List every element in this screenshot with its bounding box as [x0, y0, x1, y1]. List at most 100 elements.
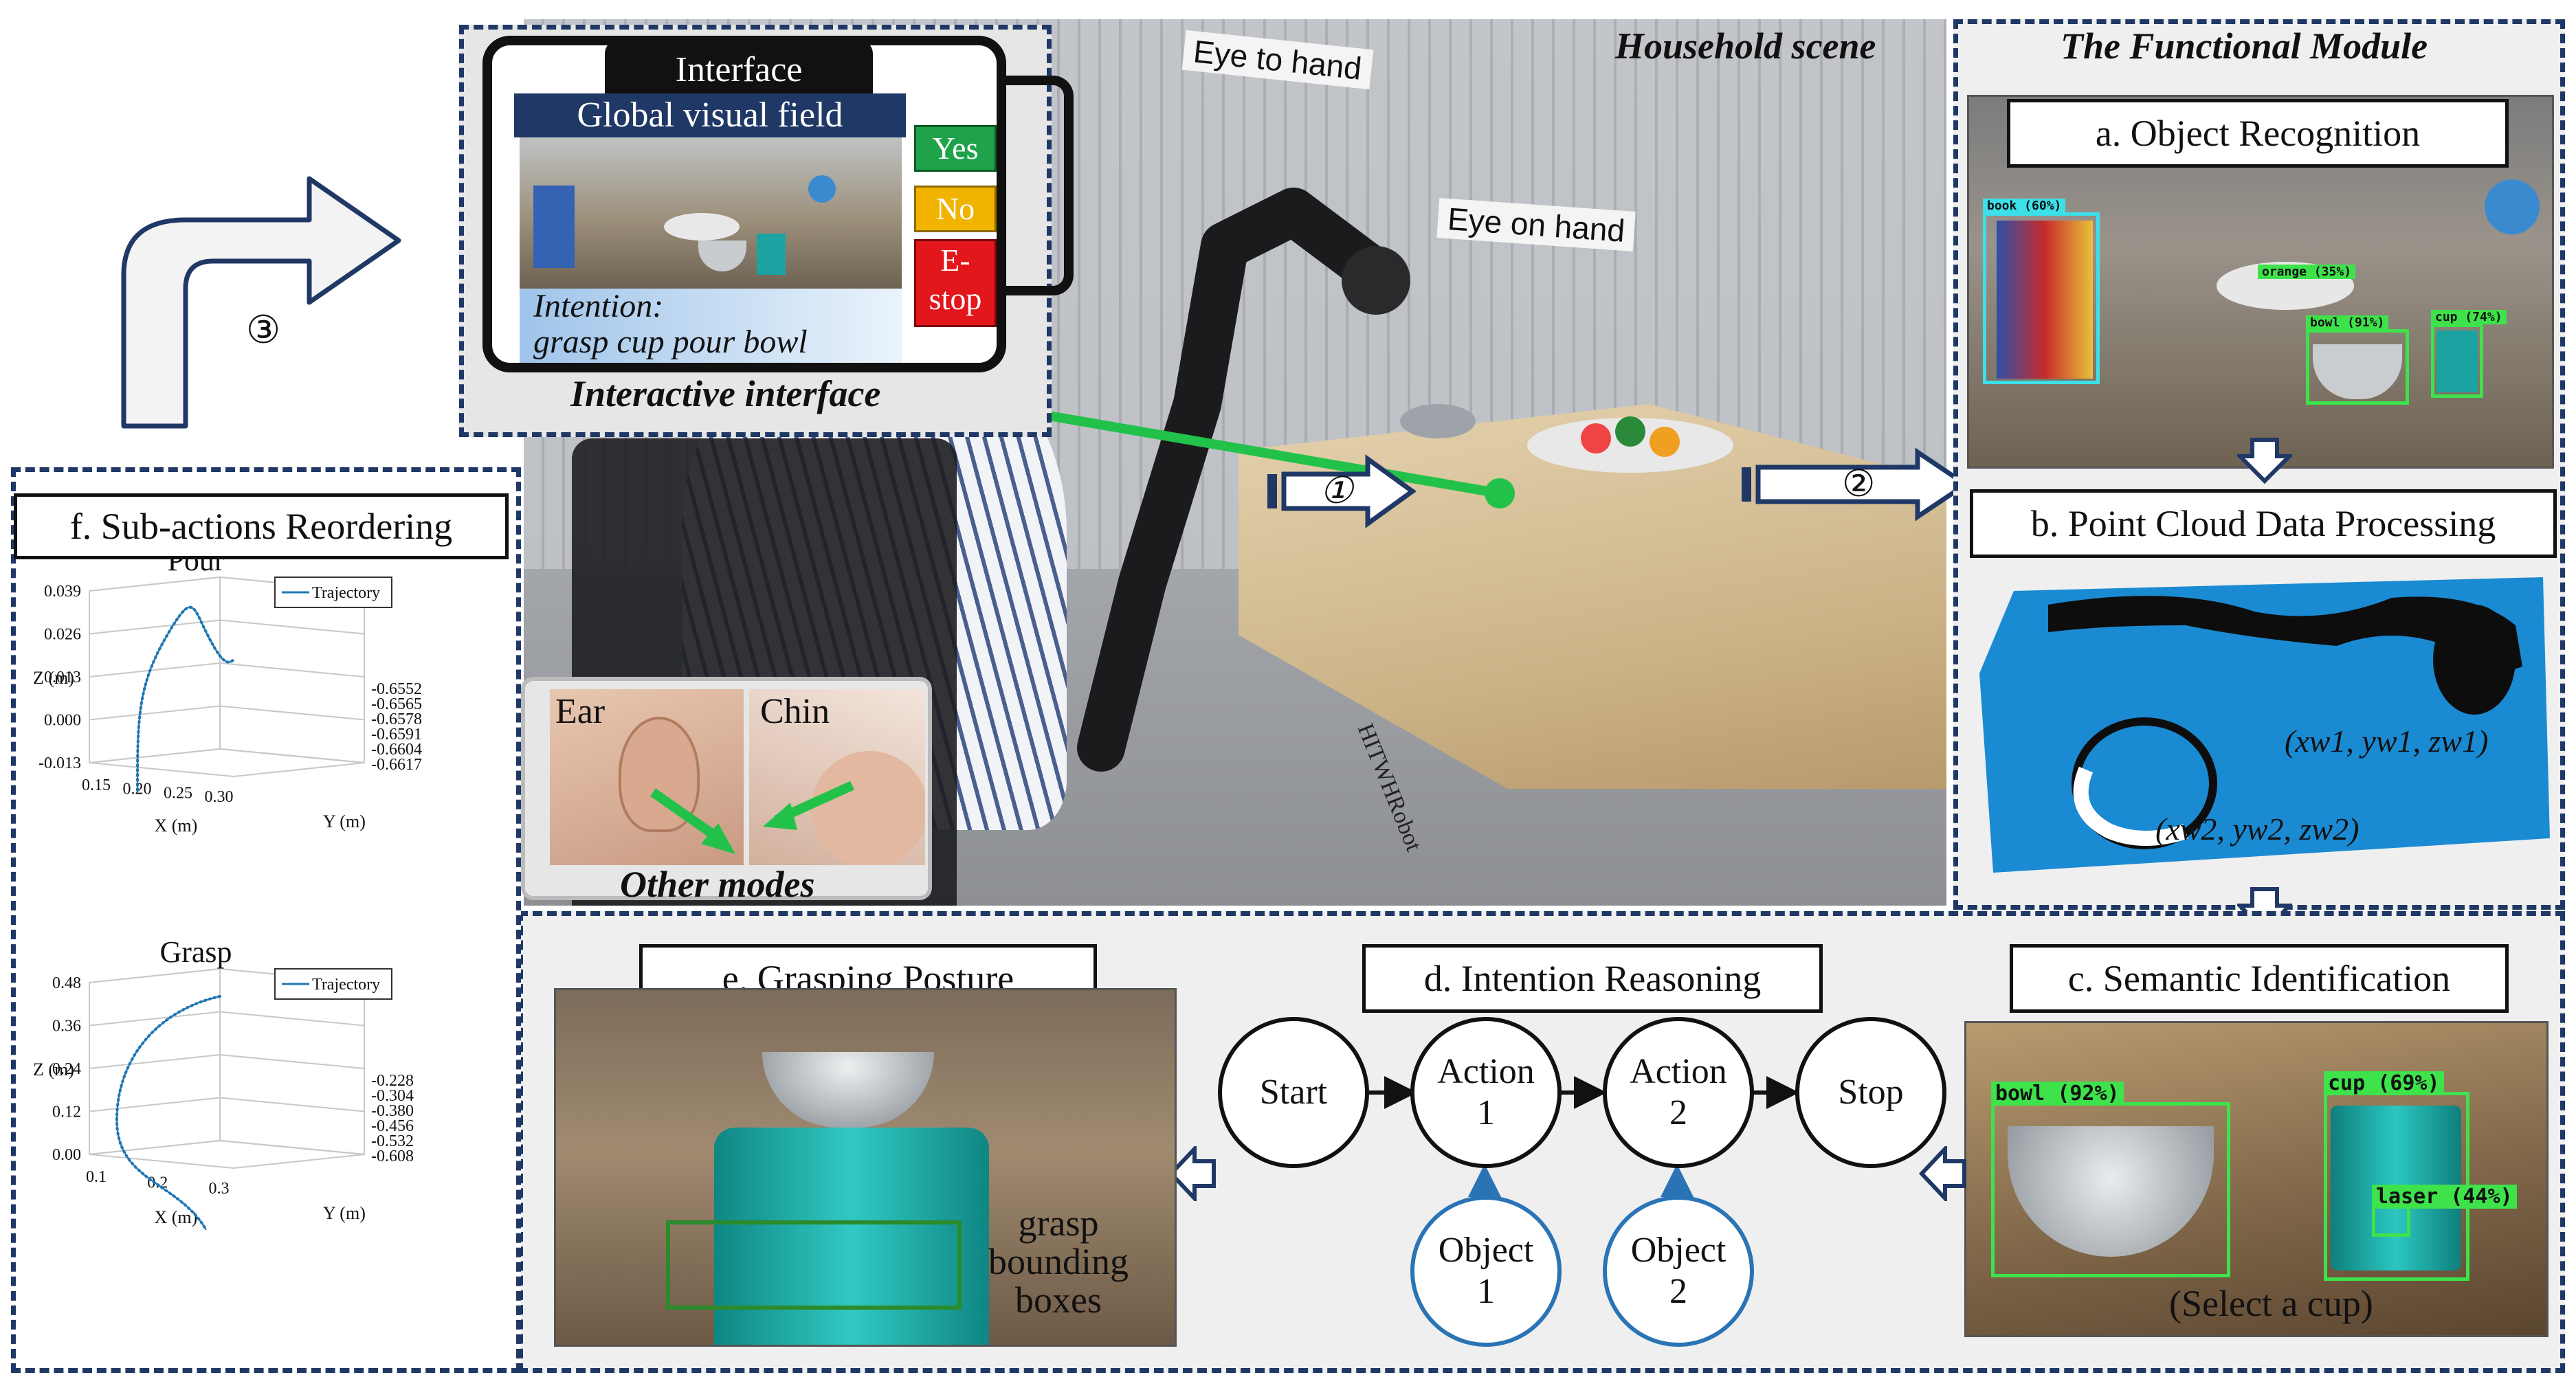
- chart-0-z-tick: 0.000: [44, 712, 81, 730]
- orange-det-label: orange (35%): [2258, 265, 2356, 279]
- chin-label: Chin: [760, 692, 830, 731]
- globe-shape: [2485, 179, 2540, 234]
- intention-label: Intention:: [533, 288, 664, 324]
- intention-reasoning-label: d. Intention Reasoning: [1362, 944, 1823, 1013]
- stop-node: Stop: [1795, 1017, 1946, 1168]
- chart-1-zgrid: [89, 1097, 221, 1112]
- point-cloud-view: [1979, 577, 2550, 873]
- action1-line2: 1: [1477, 1093, 1495, 1132]
- mini-books: [533, 186, 575, 268]
- cup-shape: [2436, 331, 2478, 392]
- estop-button[interactable]: E- stop: [914, 239, 997, 327]
- step3-label: ③: [246, 309, 281, 352]
- grasp-bounding-box: [666, 1220, 962, 1310]
- chart-1-zgrid: [89, 1054, 221, 1069]
- chart-1-y-tick: -0.456: [371, 1117, 414, 1135]
- object1-line2: 1: [1477, 1272, 1495, 1311]
- chart-1-y-tick: -0.304: [371, 1087, 414, 1105]
- chart-0-legend-text: Trajectory: [312, 584, 380, 602]
- global-visual-field-view: [520, 137, 902, 289]
- ear-photo: [550, 689, 744, 865]
- chart-1-z-tick: 0.36: [52, 1018, 81, 1036]
- bowl-det-label: bowl (91%): [2306, 315, 2389, 330]
- chart-1-zgrid-side: [219, 1140, 365, 1155]
- chart-1-z-tick: 0.48: [52, 974, 81, 992]
- chart-1-trajectory-line: [115, 996, 221, 1231]
- chart-1-zgrid: [89, 1011, 221, 1027]
- start-node: Start: [1218, 1017, 1369, 1168]
- bowl-det-box: [2306, 329, 2409, 405]
- yes-button[interactable]: Yes: [914, 125, 997, 172]
- book-det-box: [1983, 212, 2100, 384]
- grasp-caption-line2: bounding: [988, 1241, 1129, 1282]
- grasp-bowl-shape: [762, 1052, 934, 1128]
- chart-0-x-tick: 0.30: [205, 788, 234, 806]
- action2-node: Action 2: [1603, 1017, 1754, 1168]
- functional-module-title: The Functional Module: [2061, 25, 2428, 67]
- semantic-cup-label: cup (69%): [2324, 1071, 2444, 1095]
- object1-line1: Object: [1438, 1231, 1534, 1271]
- ear-label: Ear: [555, 692, 606, 731]
- chart-1-y-tick: -0.228: [371, 1072, 414, 1090]
- action2-line2: 2: [1669, 1093, 1687, 1132]
- chart-1-z-tick: 0.00: [52, 1146, 81, 1164]
- object1-node: Object 1: [1410, 1196, 1562, 1347]
- robot-arm: [880, 188, 1733, 772]
- chart-0-x-label: X (m): [155, 816, 198, 836]
- chart-0-z-tick: 0.013: [44, 669, 81, 686]
- semantic-identification-photo: bowl (92%) cup (69%) laser (44%): [1964, 1021, 2549, 1337]
- mini-bowl: [698, 240, 746, 271]
- subactions-label: f. Sub-actions Reordering: [14, 493, 509, 559]
- action1-node: Action 1: [1410, 1017, 1562, 1168]
- semantic-laser-label: laser (44%): [2372, 1185, 2517, 1209]
- chart-0-y-tick: -0.6552: [371, 680, 422, 698]
- reasoning-flow-arrows: [1369, 1076, 1799, 1209]
- chart-1-zgrid: [89, 1140, 221, 1155]
- chart-0-title: Pour: [167, 557, 224, 577]
- grasp-caption-line3: boxes: [1015, 1279, 1102, 1321]
- grasp-caption-line1: grasp: [1018, 1202, 1099, 1244]
- chart-1-y-tick: -0.380: [371, 1102, 414, 1120]
- chart-0-zgrid: [89, 662, 221, 678]
- chart-0-z-tick: 0.026: [44, 626, 81, 644]
- arrow-d-to-e: [1168, 1146, 1216, 1201]
- no-button[interactable]: No: [914, 186, 997, 232]
- object2-line2: 2: [1669, 1272, 1687, 1311]
- interface-device-handle: [998, 76, 1074, 295]
- arrow-c-to-d: [1919, 1146, 1966, 1201]
- chart-1-zgrid-side: [219, 1011, 365, 1027]
- chart-1-zgrid: [89, 968, 221, 983]
- estop-line2: stop: [929, 281, 982, 316]
- step2-arrow: [1742, 447, 1970, 522]
- object-recognition-label: a. Object Recognition: [2007, 99, 2509, 168]
- interface-title: Interface: [675, 50, 803, 89]
- chart-1-title: Grasp: [159, 935, 232, 969]
- semantic-identification-label: c. Semantic Identification: [2010, 944, 2509, 1013]
- other-modes-caption: Other modes: [620, 864, 815, 905]
- chin-photo: [749, 689, 925, 865]
- household-scene-title: Household scene: [1615, 25, 1876, 67]
- chart-0-zgrid-side: [219, 748, 365, 763]
- chart-1-x-tick: 0.3: [209, 1180, 230, 1198]
- arrow-a-to-b: [2237, 438, 2292, 484]
- cup-det-label: cup (74%): [2431, 310, 2507, 324]
- global-visual-field-header: Global visual field: [514, 93, 906, 137]
- chart-1-zgrid-side: [219, 1097, 365, 1112]
- interface-title-tab: [605, 40, 873, 95]
- grasp-caption: grasp bounding boxes: [969, 1204, 1148, 1319]
- chart-1-y-label: Y (m): [323, 1203, 366, 1223]
- semantic-laser-box: [2372, 1205, 2410, 1237]
- chart-0-zgrid-side: [219, 619, 365, 635]
- books-shape: [1997, 221, 2093, 379]
- action2-line1: Action: [1630, 1052, 1727, 1092]
- point-cloud-label: b. Point Cloud Data Processing: [1970, 489, 2557, 558]
- chart-0-z-tick: -0.013: [38, 754, 81, 772]
- estop-line1: E-: [940, 243, 970, 278]
- chart-0-zgrid-side: [219, 705, 365, 721]
- book-det-label: book (60%): [1983, 199, 2066, 213]
- chart-0-legend-box: [274, 577, 392, 608]
- chart-0-x-tick: 0.15: [82, 776, 111, 794]
- chart-0-zgrid: [89, 619, 221, 635]
- chart-1-z-tick: 0.24: [52, 1060, 81, 1078]
